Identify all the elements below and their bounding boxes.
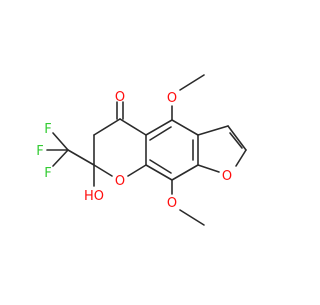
atom-o-furan: O [222,169,232,184]
bond-o1-c8a [127,164,147,177]
bond-c4-c4a [119,118,147,136]
bond-c2-o1 [93,164,113,177]
atom-hydroxyl: HO [84,189,104,204]
structure-canvas: O O O O O HO F F F [36,74,247,226]
atom-o-methoxy-bottom: O [167,196,177,211]
bond-c4-c3 [93,118,121,136]
bond-layer [46,74,247,226]
atom-o-methoxy-top: O [167,91,177,106]
atom-f-top: F [44,122,51,137]
atom-o-carbonyl: O [115,90,125,105]
atom-o-pyran: O [115,174,125,189]
oxygen-labels: O O O O O HO [84,90,232,211]
atom-f-left: F [36,144,43,159]
atom-f-bottom: F [44,166,51,181]
fluorine-labels: F F F [36,122,51,181]
molecule-structure: O O O O O HO F F F [36,74,247,226]
